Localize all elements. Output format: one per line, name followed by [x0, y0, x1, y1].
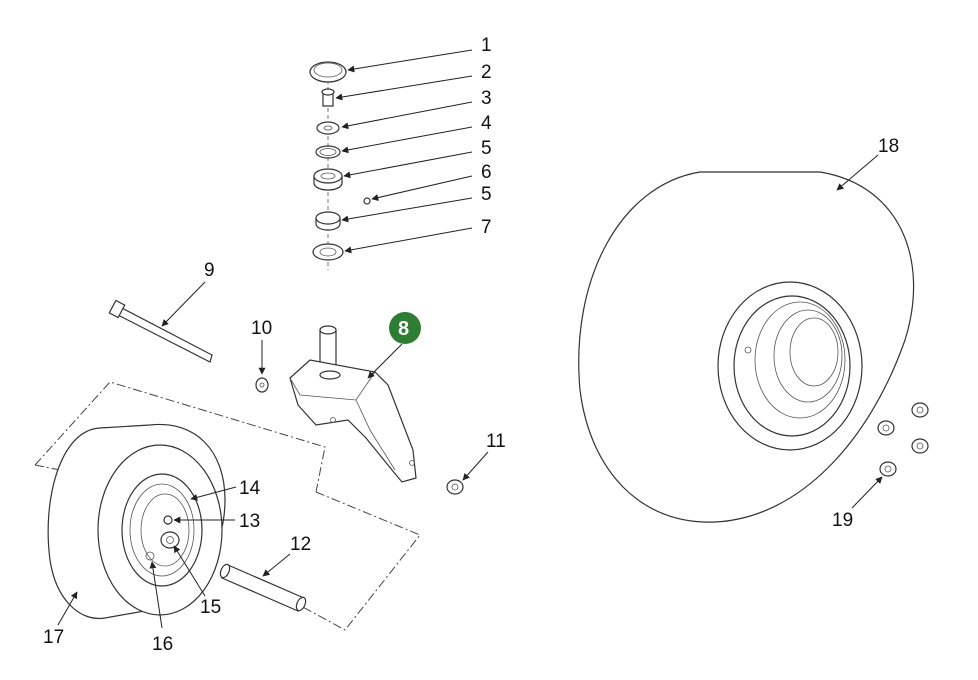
callout-10[interactable]: 10 [251, 318, 272, 339]
callout-5-lower[interactable]: 5 [481, 184, 492, 205]
seal-part [312, 243, 344, 261]
callout-labels: 1 2 3 4 5 6 5 7 8 9 10 11 12 13 14 15 16… [43, 35, 899, 655]
lug-nuts-part [877, 402, 929, 477]
callout-14[interactable]: 14 [239, 478, 261, 499]
leader-lines [57, 49, 883, 629]
grease-zerk-part [163, 515, 173, 525]
seal-ring-part [315, 145, 341, 159]
callout-2[interactable]: 2 [481, 62, 492, 83]
callout-15[interactable]: 15 [200, 597, 221, 618]
callout-13[interactable]: 13 [239, 511, 260, 532]
callout-7[interactable]: 7 [481, 217, 492, 238]
callout-6[interactable]: 6 [481, 162, 492, 183]
callout-4[interactable]: 4 [481, 113, 492, 134]
drive-tire-part [578, 171, 915, 523]
locknut-part [446, 479, 464, 495]
bearing-stack [309, 61, 371, 270]
callout-12[interactable]: 12 [290, 534, 311, 555]
callout-3[interactable]: 3 [481, 88, 492, 109]
spacer-part [255, 377, 269, 393]
grease-fitting-part [363, 197, 371, 205]
hub-bearing-part [160, 531, 180, 549]
assembly-guide-lines [34, 381, 421, 631]
highlight-badge[interactable] [389, 312, 421, 344]
callout-17[interactable]: 17 [43, 627, 64, 648]
washer-part [316, 121, 340, 135]
caster-wheel-part [47, 423, 226, 620]
callout-18[interactable]: 18 [878, 136, 899, 157]
callout-19[interactable]: 19 [832, 510, 853, 531]
callout-8[interactable]: 8 [398, 318, 409, 340]
callout-11[interactable]: 11 [486, 431, 506, 452]
axle-tube-part [219, 563, 307, 612]
callout-5-upper[interactable]: 5 [481, 138, 492, 159]
callout-16[interactable]: 16 [152, 634, 173, 655]
dust-cap-part [309, 61, 347, 83]
caster-yoke-part [289, 325, 417, 483]
callout-1[interactable]: 1 [481, 35, 492, 56]
valve-stem-part [145, 551, 155, 561]
callout-9[interactable]: 9 [204, 260, 215, 281]
axle-bolt-part [108, 299, 213, 363]
